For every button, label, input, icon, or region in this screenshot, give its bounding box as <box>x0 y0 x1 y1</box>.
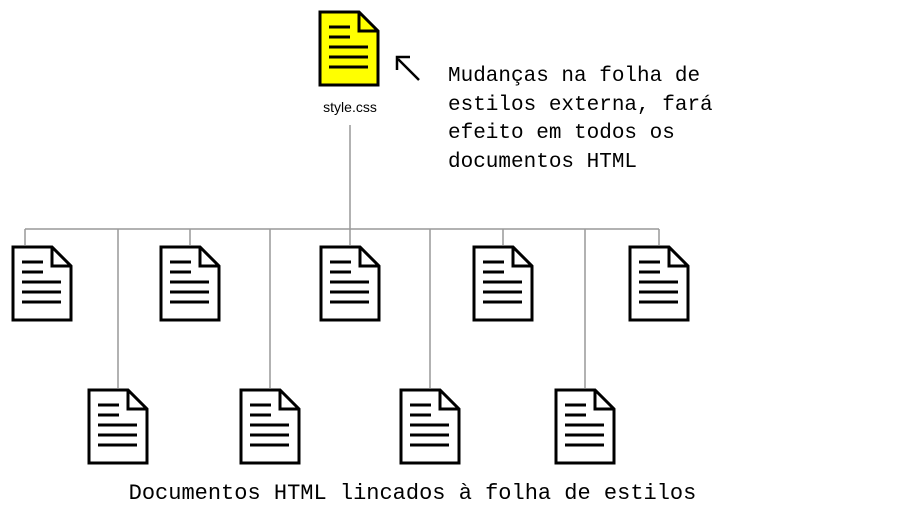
note-line: efeito em todos os <box>448 122 675 145</box>
document-icon <box>472 245 534 322</box>
note-line: Mudanças na folha de <box>448 65 701 88</box>
document-icon <box>11 245 73 322</box>
document-icon <box>87 388 149 465</box>
arrow-up-left-icon <box>395 55 420 81</box>
document-icon <box>628 245 690 322</box>
document-icon <box>554 388 616 465</box>
note-line: estilos externa, fará <box>448 93 713 117</box>
document-icon <box>319 245 381 322</box>
document-icon <box>399 388 461 465</box>
yellow-document-icon <box>318 10 380 87</box>
footer-caption: Documentos HTML lincados à folha de esti… <box>128 481 697 506</box>
document-icon <box>159 245 221 322</box>
note-text: Mudanças na folha de estilos externa, far… <box>448 63 713 177</box>
note-line: documentos HTML <box>448 150 638 174</box>
connector-lines <box>24 125 660 388</box>
stylesheet-filename: style.css <box>323 99 377 115</box>
document-icons <box>11 10 690 465</box>
document-icon <box>239 388 301 465</box>
